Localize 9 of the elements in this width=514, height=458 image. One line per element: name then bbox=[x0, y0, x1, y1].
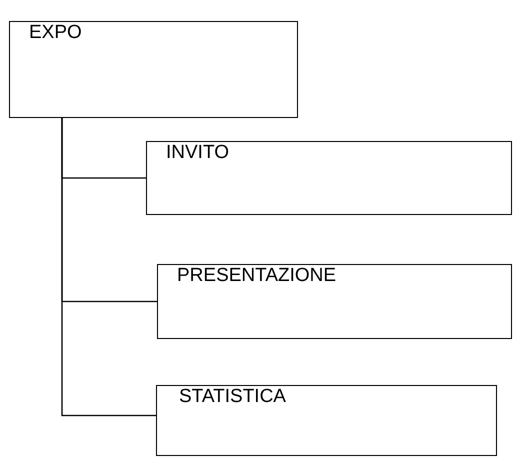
box-label: PRESENTAZIONE bbox=[177, 265, 336, 287]
box-label: STATISTICA bbox=[179, 386, 286, 408]
label-box bbox=[9, 21, 298, 118]
connector-line bbox=[61, 118, 156, 416]
box-label: EXPO bbox=[29, 22, 82, 44]
label-box bbox=[156, 385, 497, 456]
label-box bbox=[157, 264, 512, 339]
box-label: INVITO bbox=[166, 142, 229, 164]
label-box bbox=[146, 141, 512, 215]
